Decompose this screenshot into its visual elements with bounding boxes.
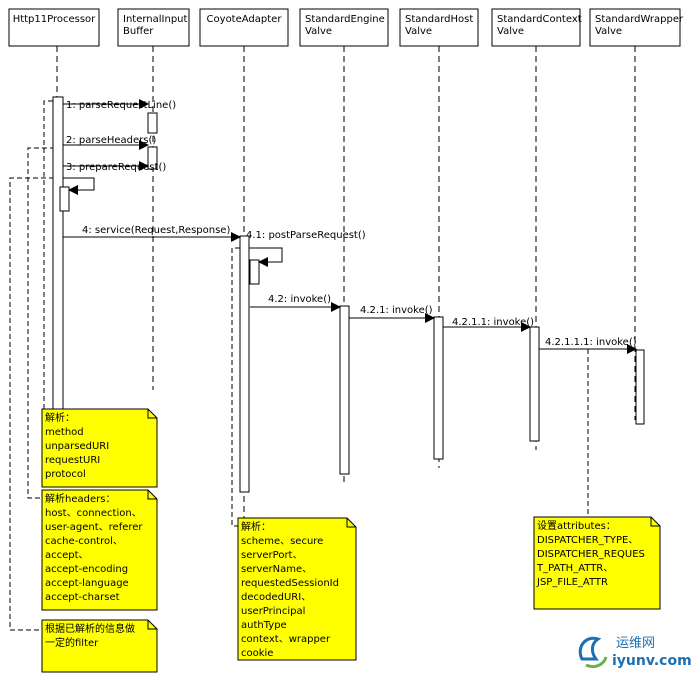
note-n4 (237, 517, 357, 661)
note-line: accept-charset (45, 592, 120, 603)
note-line: accept-language (45, 578, 129, 589)
participant-box-p4 (299, 8, 389, 47)
participant-label: Http11Processor (13, 14, 96, 25)
note-fold (147, 409, 157, 419)
note-connector (9, 177, 62, 631)
participant-label: StandardContext (497, 14, 582, 25)
note-fold (346, 518, 356, 528)
note-n1 (41, 408, 158, 488)
note-line: unparsedURI (45, 441, 109, 452)
participant-box-p7 (589, 8, 681, 47)
note-line: DISPATCHER_REQUES (537, 549, 645, 560)
note-line: accept、 (45, 550, 89, 561)
participant-label: StandardWrapper (595, 14, 684, 25)
watermark-logo: 运维网 iyunv.com (578, 636, 692, 669)
note-line: T_PATH_ATTR、 (536, 563, 613, 574)
note-connector (27, 147, 63, 499)
note-line: serverPort、 (241, 550, 302, 561)
note-line: host、connection、 (45, 508, 142, 519)
activation-bar (147, 112, 158, 134)
note-line: userPrincipal (241, 606, 305, 617)
participant-label: StandardEngine (305, 14, 385, 25)
self-call-arrow-m41 (249, 247, 283, 267)
message-label-m42111: 4.2.1.1.1: invoke() (545, 337, 637, 348)
participant-label: Buffer (123, 26, 154, 37)
participant-label: Valve (497, 26, 524, 37)
activation-bar (249, 259, 260, 285)
participant-label: StandardHost (405, 14, 473, 25)
activation-bar (59, 186, 70, 212)
note-line: accept-encoding (45, 564, 128, 575)
watermark-title: 运维网 (616, 636, 655, 651)
message-label-m4: 4: service(Request,Response) (82, 225, 230, 236)
message-label-m421: 4.2.1: invoke() (360, 305, 433, 316)
activation-bar (147, 146, 158, 170)
note-line: cache-control、 (45, 536, 123, 547)
watermark-url: iyunv.com (612, 653, 692, 669)
participant-box-p2 (117, 8, 190, 47)
participant-label: InternalInput (123, 14, 188, 25)
note-line: scheme、secure (241, 536, 323, 547)
note-n5 (533, 516, 661, 610)
note-line: user-agent、referer (45, 522, 143, 533)
message-label-m3: 3: prepareRequest() (66, 162, 166, 173)
participant-label: Valve (405, 26, 432, 37)
participant-box-p6 (491, 8, 581, 47)
note-line: JSP_FILE_ATTR (536, 577, 608, 588)
activation-bar (52, 96, 64, 443)
note-fold (147, 620, 157, 630)
note-line: authType (241, 620, 287, 631)
participant-box-p1 (8, 8, 100, 47)
note-line: method (45, 427, 84, 438)
note-line: context、wrapper (241, 634, 331, 645)
message-label-m1: 1: parseRequestLine() (66, 100, 176, 111)
note-line: requestURI (45, 455, 100, 466)
participant-label: CoyoteAdapter (207, 14, 283, 25)
participant-label: Valve (305, 26, 332, 37)
activation-bar (339, 305, 350, 475)
note-fold (147, 490, 157, 500)
note-line: decodedURI、 (241, 592, 311, 603)
note-line: 解析： (241, 520, 271, 533)
message-label-m4211: 4.2.1.1: invoke() (452, 317, 534, 328)
participant-box-p5 (399, 8, 479, 47)
activation-bar (239, 235, 250, 493)
note-n2 (41, 489, 158, 611)
message-label-m41: 4.1: postParseRequest() (246, 230, 366, 241)
activation-bar (529, 326, 540, 442)
message-label-m2: 2: parseHeaders() (66, 135, 156, 146)
note-line: 设置attributes： (537, 520, 616, 532)
note-line: serverName、 (241, 564, 312, 575)
participant-box-p3 (199, 8, 289, 47)
note-line: 解析： (45, 411, 75, 424)
note-line: requestedSessionId (241, 578, 339, 589)
note-line: DISPATCHER_TYPE、 (537, 535, 638, 546)
note-line: cookie (241, 648, 273, 659)
activation-bar (433, 316, 444, 460)
message-label-m42: 4.2: invoke() (268, 294, 331, 305)
note-line: 解析headers： (45, 492, 115, 505)
note-line: protocol (45, 469, 86, 480)
note-line: 根据已解析的信息做 (45, 622, 135, 635)
participant-label: Valve (595, 26, 622, 37)
note-connector (43, 100, 53, 409)
self-call-arrow-m3 (63, 177, 95, 195)
note-fold (650, 517, 660, 527)
activation-bar (635, 349, 645, 425)
note-n3 (41, 619, 158, 673)
note-connector (231, 247, 240, 527)
note-line: 一定的filter (45, 636, 99, 649)
